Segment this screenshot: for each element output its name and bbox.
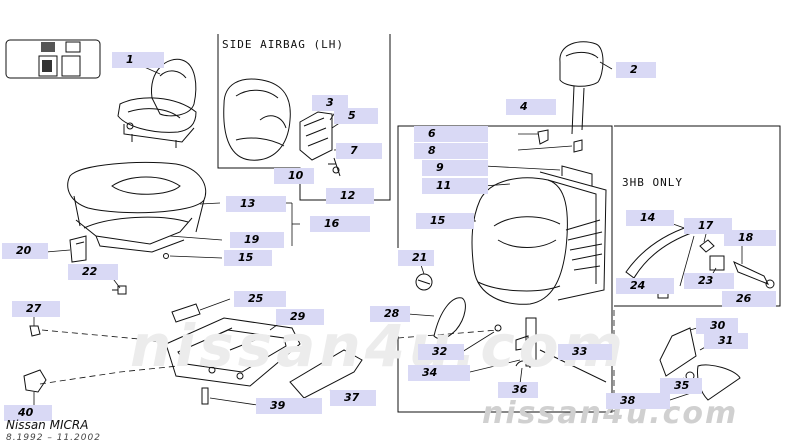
callout-32[interactable]: 32 [418, 344, 464, 360]
screw-icon [29, 325, 41, 337]
callout-1[interactable]: 1 [112, 52, 164, 68]
callout-28[interactable]: 28 [370, 306, 410, 322]
cover-icon [23, 369, 47, 393]
location-key-icon [5, 39, 101, 79]
callout-12[interactable]: 12 [326, 188, 374, 204]
callout-22[interactable]: 22 [68, 264, 118, 280]
callout-6[interactable]: 6 [414, 126, 488, 142]
cushion-frame-icon [75, 216, 193, 253]
callout-5[interactable]: 5 [334, 108, 378, 124]
small-clip-icon [112, 285, 127, 295]
callout-2[interactable]: 2 [616, 62, 656, 78]
callout-36[interactable]: 36 [498, 382, 538, 398]
callout-33[interactable]: 33 [558, 344, 612, 360]
guide-bush-icon [537, 129, 583, 153]
callout-26[interactable]: 26 [722, 291, 776, 307]
callout-16[interactable]: 16 [310, 216, 370, 232]
airbag-seatback-icon [223, 78, 291, 161]
callout-3[interactable]: 3 [312, 95, 348, 111]
watermark-faint: nissan4u.com [130, 312, 627, 380]
callout-38[interactable]: 38 [606, 393, 670, 409]
seatback-springs-icon [539, 165, 607, 301]
callout-4[interactable]: 4 [506, 99, 556, 115]
knob-detail [417, 279, 431, 285]
callout-35[interactable]: 35 [660, 378, 702, 394]
side-airbag-title: SIDE AIRBAG (LH) [222, 38, 344, 51]
callout-39[interactable]: 39 [256, 398, 322, 414]
callout-34[interactable]: 34 [408, 365, 470, 381]
callout-15-upper[interactable]: 15 [416, 213, 474, 229]
callout-31[interactable]: 31 [704, 333, 748, 349]
callout-29[interactable]: 29 [276, 309, 324, 325]
callout-24[interactable]: 24 [616, 278, 674, 294]
seatback-icon [471, 177, 568, 305]
callout-11[interactable]: 11 [422, 178, 488, 194]
seat-slide-frame-icon [165, 303, 301, 387]
callout-27[interactable]: 27 [12, 301, 60, 317]
airbag-module-icon [299, 111, 341, 177]
callout-10[interactable]: 10 [274, 168, 314, 184]
callout-20[interactable]: 20 [2, 243, 48, 259]
callout-19[interactable]: 19 [230, 232, 284, 248]
clip-icon [163, 253, 169, 259]
callout-21[interactable]: 21 [398, 250, 434, 266]
side-airbag-frame [217, 34, 391, 201]
callout-13[interactable]: 13 [226, 196, 286, 212]
callout-15-lower[interactable]: 15 [224, 250, 272, 266]
callout-17[interactable]: 17 [684, 218, 732, 234]
callout-25[interactable]: 25 [234, 291, 286, 307]
seatback-frame-box [397, 125, 781, 413]
callout-7[interactable]: 7 [336, 143, 382, 159]
side-cover-icon [289, 349, 363, 399]
headrest-icon [559, 41, 604, 135]
callout-18[interactable]: 18 [724, 230, 776, 246]
callout-40[interactable]: 40 [4, 405, 52, 421]
callout-9[interactable]: 9 [422, 160, 488, 176]
seat-cushion-icon [67, 162, 207, 233]
bracket-icon [69, 235, 87, 263]
callout-37[interactable]: 37 [330, 390, 376, 406]
callout-30[interactable]: 30 [696, 318, 738, 334]
three-hb-only-title: 3HB ONLY [622, 176, 683, 189]
bolt-icon [201, 387, 209, 405]
model-dates: 8.1992 – 11.2002 [6, 433, 101, 443]
callout-14[interactable]: 14 [626, 210, 674, 226]
model-name: Nissan MICRA [6, 418, 89, 432]
recliner-parts-icon [433, 297, 741, 401]
callout-23[interactable]: 23 [684, 273, 734, 289]
callout-8[interactable]: 8 [414, 143, 488, 159]
